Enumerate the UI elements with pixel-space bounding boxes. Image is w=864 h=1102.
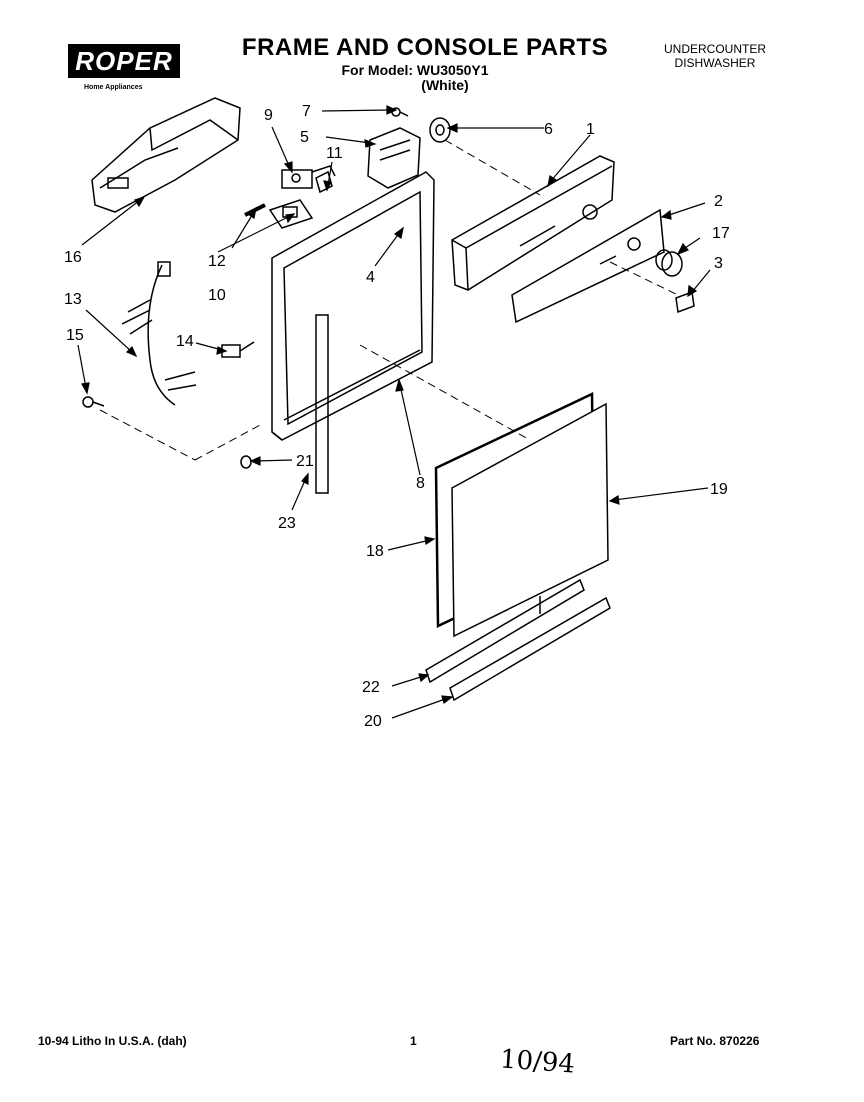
- callout-12: 12: [208, 253, 226, 270]
- part-21-plug: [240, 455, 252, 469]
- assembly-lines: [99, 139, 681, 461]
- handwritten-date: 10/94: [499, 1044, 576, 1080]
- part-16-console-bracket: [91, 97, 241, 213]
- page-number: 1: [410, 1034, 417, 1048]
- page-title: FRAME AND CONSOLE PARTS: [241, 34, 609, 61]
- part-14-connector: [221, 341, 255, 358]
- part-2-panel-face: [511, 208, 665, 324]
- part-6-knob: [429, 117, 451, 143]
- callout-17: 17: [712, 225, 730, 242]
- callout-6: 6: [544, 121, 553, 138]
- part-23-strip: [315, 314, 329, 494]
- color-line: (White): [421, 77, 469, 93]
- part-17-knob: [655, 249, 683, 277]
- part-13-wire-harness: [121, 261, 197, 406]
- callout-19: 19: [710, 481, 728, 498]
- callout-1: 1: [586, 121, 595, 138]
- part-11-screw: [315, 170, 333, 194]
- part-number: Part No. 870226: [670, 1034, 760, 1048]
- part-22-trim: [425, 578, 585, 684]
- callout-11: 11: [326, 145, 343, 162]
- part-20-trim: [449, 596, 611, 702]
- callout-2: 2: [714, 193, 723, 210]
- callout-23: 23: [278, 515, 296, 532]
- part-9-switch: [281, 165, 336, 189]
- part-1-console-panel: [451, 155, 615, 291]
- callout-9: 9: [264, 107, 273, 124]
- logo-text: ROPER: [75, 46, 173, 76]
- part-15-screw: [82, 396, 105, 408]
- callout-5: 5: [300, 129, 309, 146]
- part-5-switch-block: [367, 127, 421, 189]
- logo-tagline: Home Appliances: [84, 84, 143, 91]
- callout-13: 13: [64, 291, 82, 308]
- model-line: For Model: WU3050Y1: [341, 62, 489, 78]
- callout-7: 7: [302, 103, 311, 120]
- callout-labels: 1 2 3 4 5 6 7 8 9 10 11 12 13 14 15 16 1…: [64, 103, 730, 730]
- callout-10: 10: [208, 287, 226, 304]
- callout-15: 15: [66, 327, 84, 344]
- callout-4: 4: [366, 269, 375, 286]
- callout-8: 8: [416, 475, 425, 492]
- callout-18: 18: [366, 543, 384, 560]
- callout-21: 21: [296, 453, 314, 470]
- callout-3: 3: [714, 255, 723, 272]
- callout-14: 14: [176, 333, 194, 350]
- callout-20: 20: [364, 713, 382, 730]
- part-3-clip: [675, 290, 695, 314]
- product-type-line-2: DISHWASHER: [674, 56, 756, 70]
- callout-22: 22: [362, 679, 380, 696]
- product-type-line-1: UNDERCOUNTER: [664, 42, 766, 56]
- callout-16: 16: [64, 249, 82, 266]
- leader-arrows: [77, 105, 711, 719]
- part-19-door-insert: [451, 402, 609, 638]
- print-info: 10-94 Litho In U.S.A. (dah): [38, 1034, 187, 1048]
- roper-logo: ROPER: [68, 44, 180, 78]
